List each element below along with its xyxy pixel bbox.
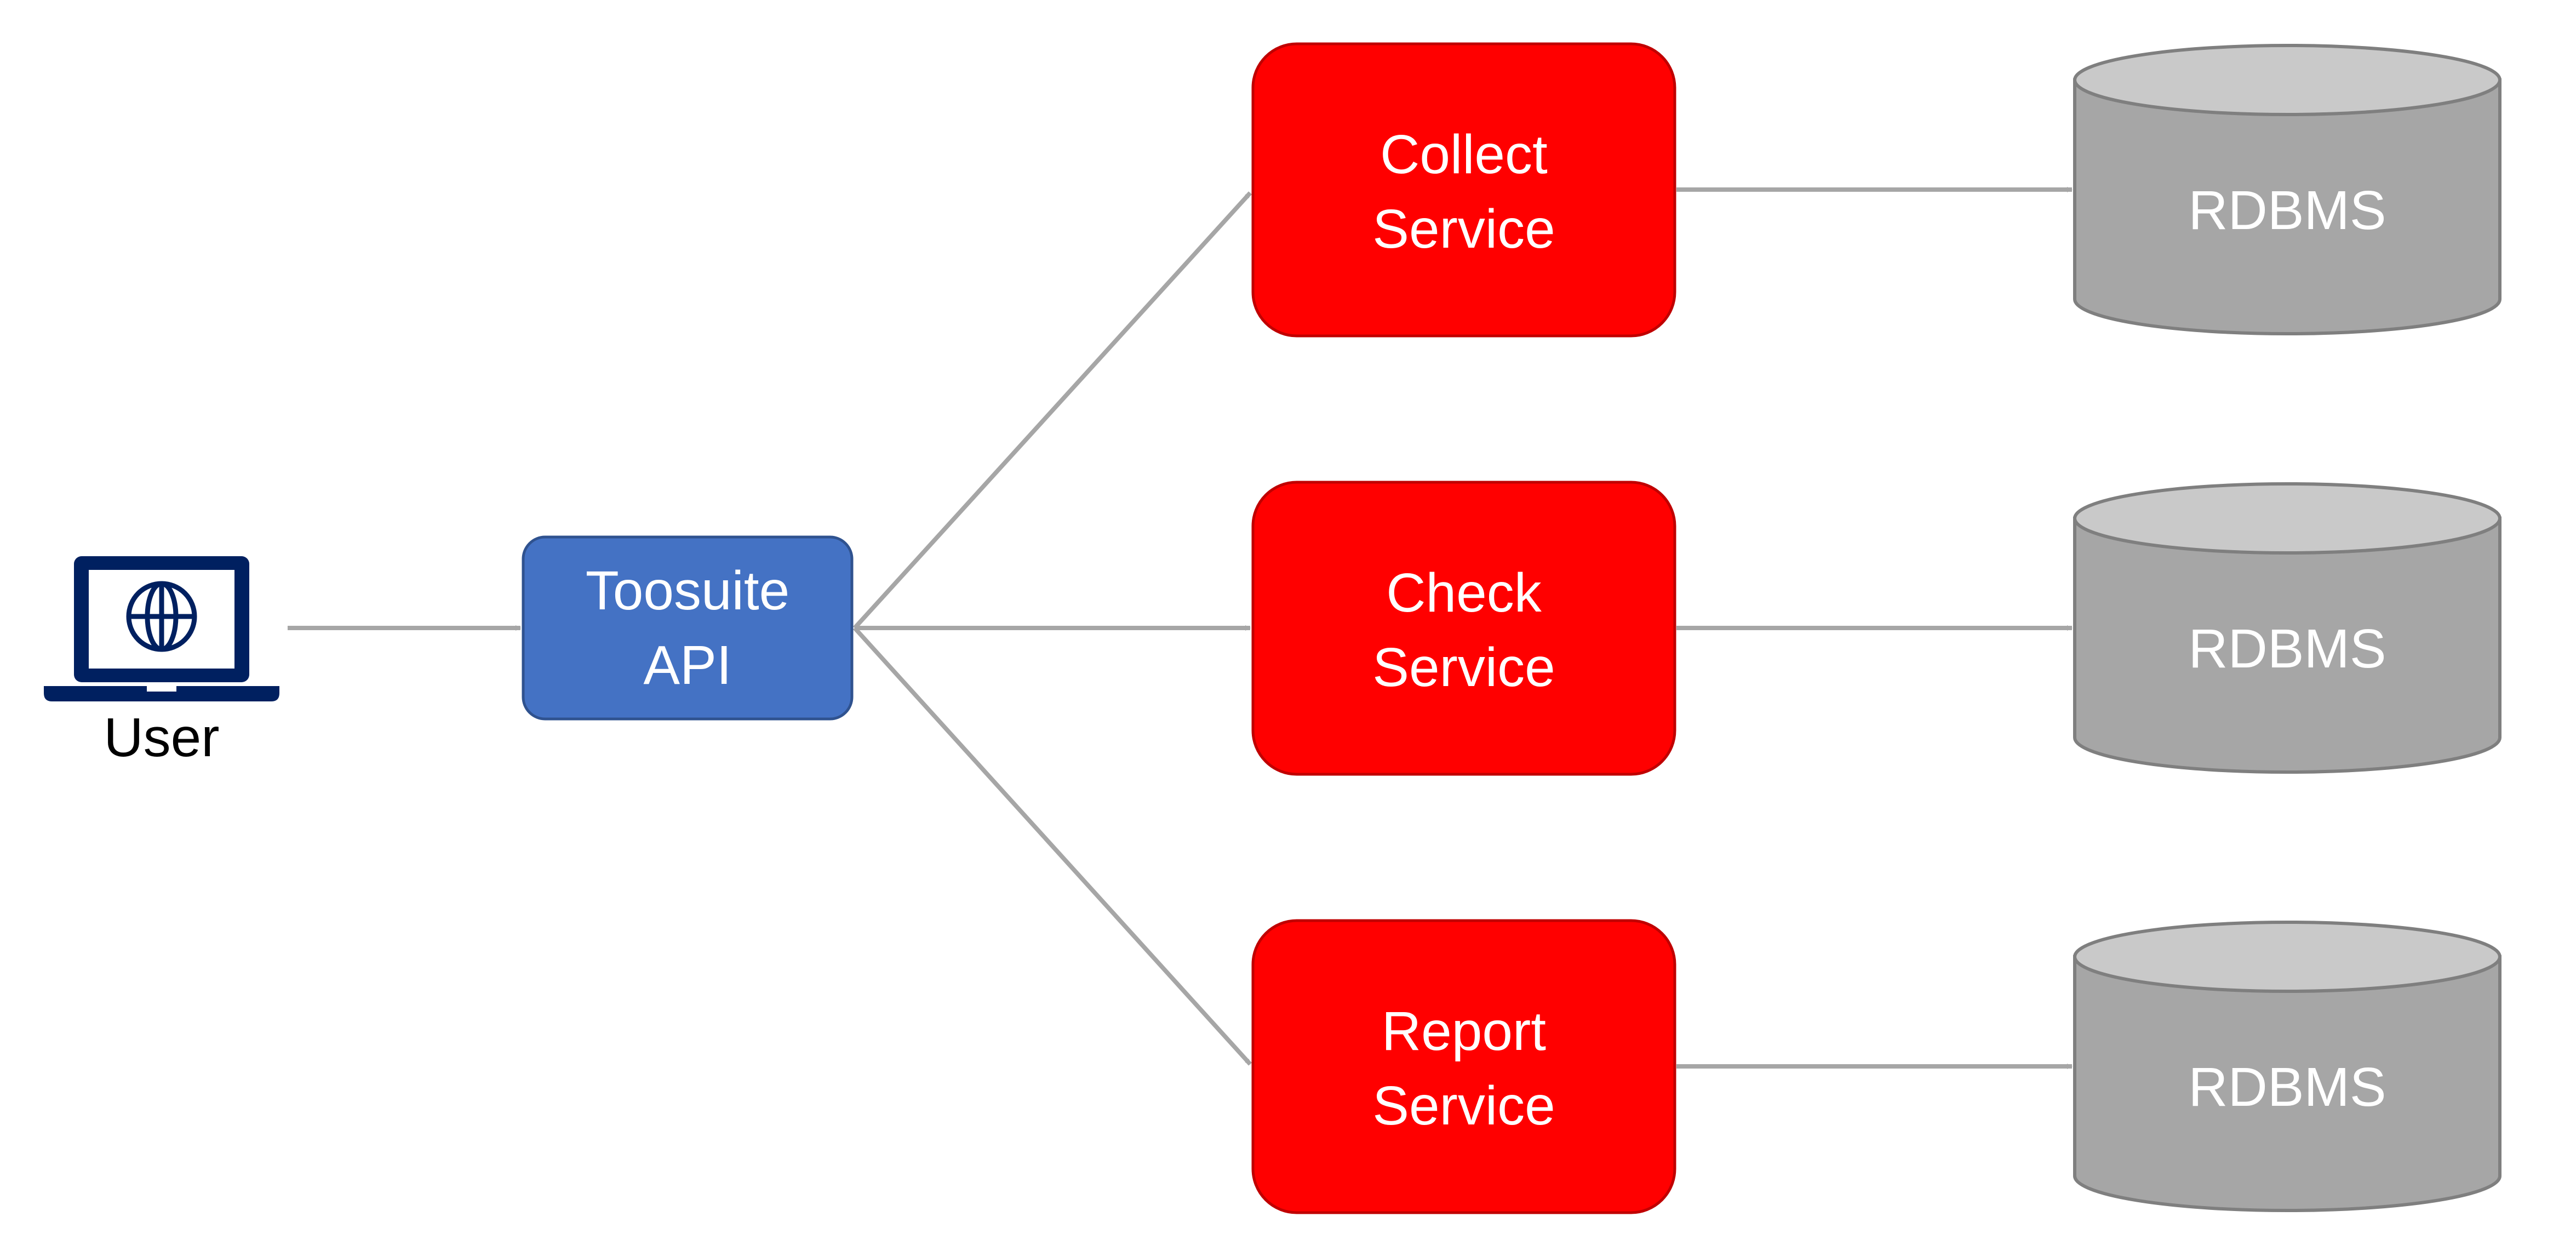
- laptop-globe-icon: [44, 556, 279, 701]
- connectors: [288, 187, 2073, 1069]
- api-label-line2: API: [643, 635, 731, 696]
- user-node: User: [44, 556, 279, 768]
- service-check: Check Service: [1251, 481, 1676, 776]
- database-label: RDBMS: [2188, 180, 2386, 241]
- service-collect: Collect Service: [1251, 42, 1676, 338]
- arrow-api-to-report: [853, 626, 1252, 1066]
- database-3: RDBMS: [2073, 921, 2501, 1212]
- service-label-line2: Service: [1372, 1075, 1555, 1137]
- database-label: RDBMS: [2188, 618, 2386, 679]
- api-label-line1: Toosuite: [586, 560, 789, 621]
- service-label-line1: Check: [1386, 562, 1542, 624]
- service-label-line1: Report: [1382, 1001, 1546, 1062]
- user-label: User: [104, 707, 219, 768]
- database-cylinder-icon: [2073, 44, 2501, 335]
- database-label: RDBMS: [2188, 1056, 2386, 1118]
- service-label-line2: Service: [1372, 637, 1555, 698]
- database-2: RDBMS: [2073, 482, 2501, 774]
- database-cylinder-icon: [2073, 921, 2501, 1212]
- arrow-api-to-collect: [853, 191, 1252, 630]
- service-label-line2: Service: [1372, 198, 1555, 260]
- api-node: Toosuite API: [522, 535, 854, 721]
- service-label-line1: Collect: [1380, 124, 1548, 185]
- database-1: RDBMS: [2073, 44, 2501, 335]
- database-cylinder-icon: [2073, 482, 2501, 774]
- service-report: Report Service: [1251, 919, 1676, 1214]
